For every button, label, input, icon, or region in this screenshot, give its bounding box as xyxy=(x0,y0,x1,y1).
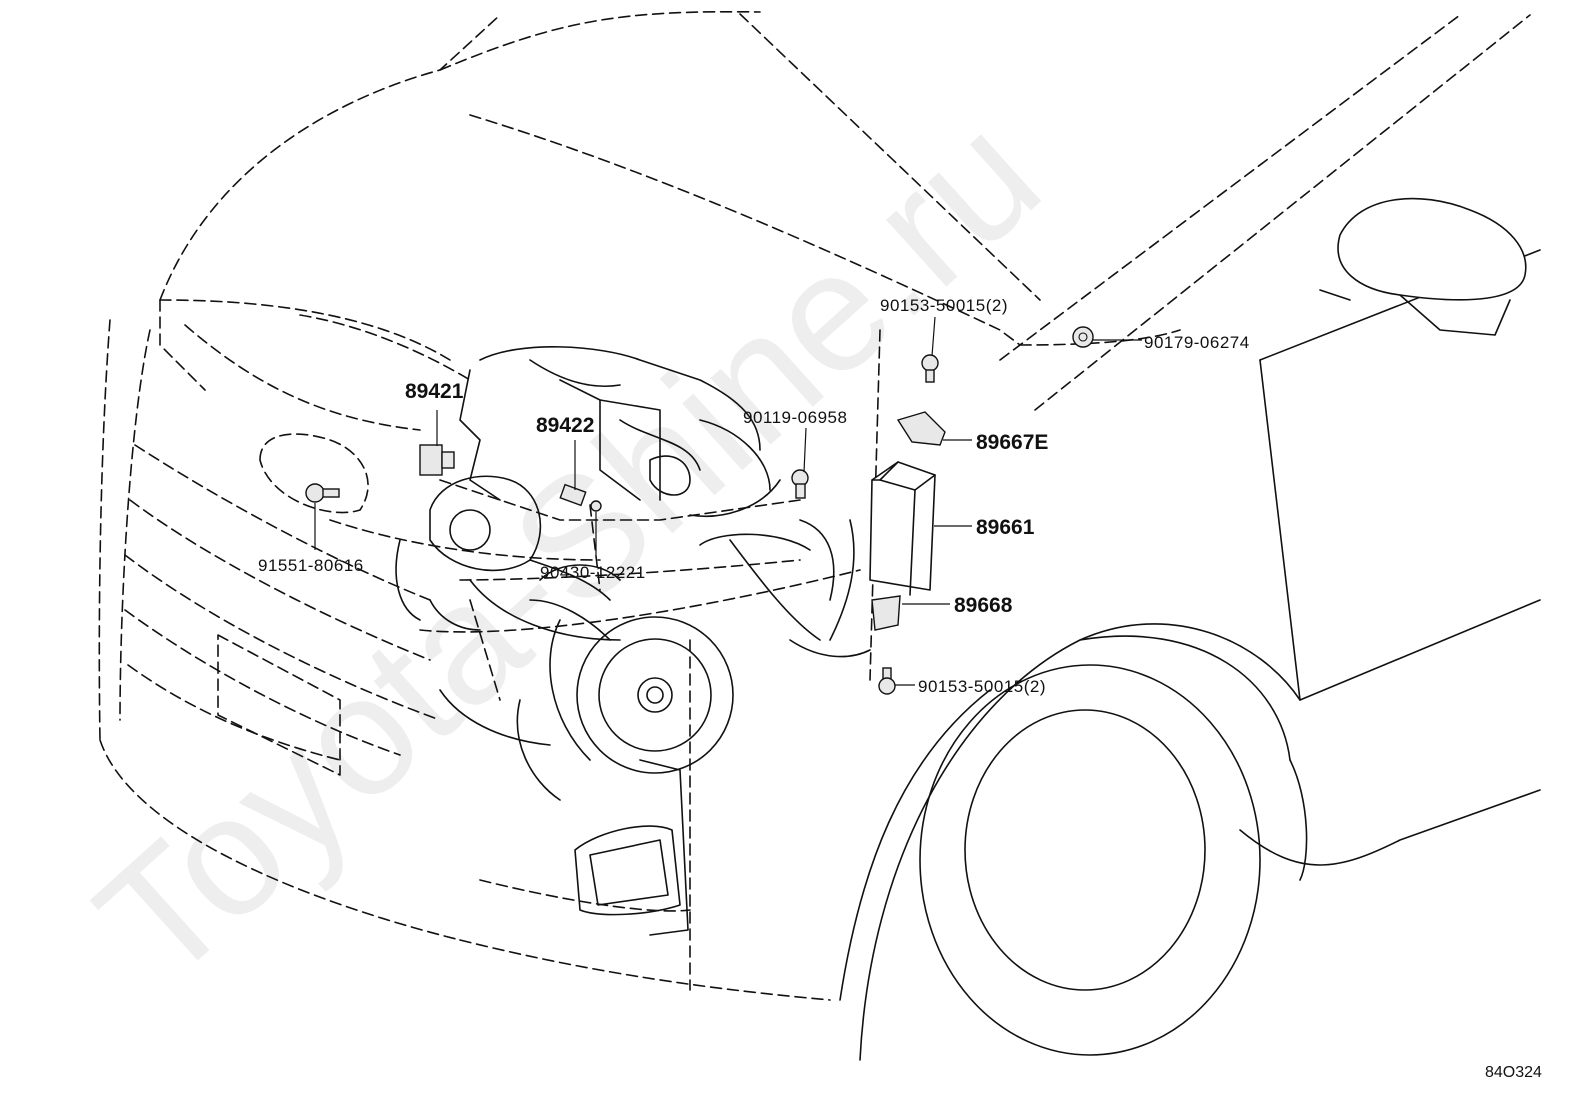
label-89421: 89421 xyxy=(405,380,464,403)
nut-90179 xyxy=(1072,326,1094,348)
label-90179-06274: 90179-06274 xyxy=(1144,333,1250,352)
label-89422: 89422 xyxy=(536,414,594,437)
label-89668: 89668 xyxy=(954,594,1013,617)
bolt-90153-bottom xyxy=(878,667,896,695)
leader-lines xyxy=(314,316,1142,686)
bolt-90119 xyxy=(791,469,809,499)
parts xyxy=(305,326,1094,695)
vehicle-body-outline xyxy=(98,10,1541,1061)
bracket-89668 xyxy=(871,595,901,631)
callout-labels: 89421 89422 90119-06958 90153-50015(2) 9… xyxy=(258,296,1250,696)
bolt-91551 xyxy=(305,483,340,503)
label-91551-80616: 91551-80616 xyxy=(258,556,364,575)
engine-assembly xyxy=(329,329,881,801)
label-89661: 89661 xyxy=(976,516,1035,539)
bracket-89667E xyxy=(896,411,946,446)
label-90430-12221: 90430-12221 xyxy=(540,563,646,582)
label-90119-06958: 90119-06958 xyxy=(743,408,847,427)
diagram-code: 84O324 xyxy=(1485,1064,1542,1081)
ecu-89661 xyxy=(869,461,936,596)
sensor-89421 xyxy=(419,444,455,476)
bolt-90153-top xyxy=(921,354,939,383)
label-89667E: 89667E xyxy=(976,431,1048,454)
label-90153-50015-bottom: 90153-50015(2) xyxy=(918,677,1046,696)
sensor-89422 xyxy=(559,483,602,512)
label-90153-50015-top: 90153-50015(2) xyxy=(880,296,1008,315)
